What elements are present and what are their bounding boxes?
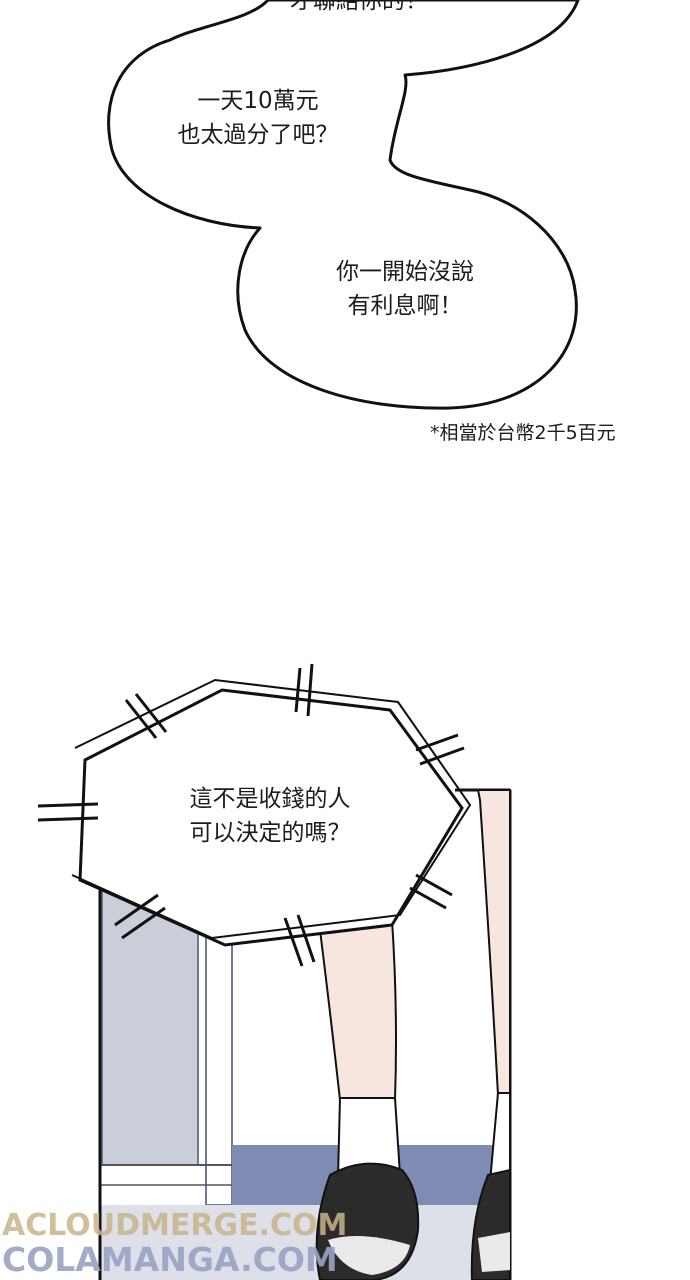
watermark-acloudmerge: ACLOUDMERGE.COM (2, 1208, 348, 1243)
cloud-speech-bubble (107, 0, 580, 410)
bubble3-text: 這不是收錢的人 可以決定的嗎？ (160, 782, 380, 850)
bubble1-line2: 也太過分了吧？ (177, 122, 339, 148)
watermark-colamanga: COLAMANGA.COM (2, 1240, 338, 1279)
bubble1-line1: 一天10萬元 (197, 88, 319, 114)
bubble3-line2: 可以決定的嗎？ (189, 820, 351, 846)
bubble1-text: 一天10萬元 也太過分了吧？ (158, 84, 358, 152)
bubble2-line2: 有利息啊！ (347, 293, 463, 319)
footnote-text: *相當於台幣2千5百元 (430, 422, 616, 444)
door-frame (205, 929, 233, 1206)
bubble3-line1: 這不是收錢的人 (189, 786, 351, 812)
floor-light (100, 1205, 510, 1280)
octagon-speech-bubble (37, 663, 472, 967)
bubble-line: 才聯絡你的！ (290, 0, 428, 14)
bubble2-text: 你一開始沒說 有利息啊！ (300, 255, 510, 323)
bubble2-line1: 你一開始沒說 (336, 259, 474, 285)
bubble-top-partial-text: 才聯絡你的！ (290, 0, 428, 18)
door-panel (102, 880, 198, 1165)
